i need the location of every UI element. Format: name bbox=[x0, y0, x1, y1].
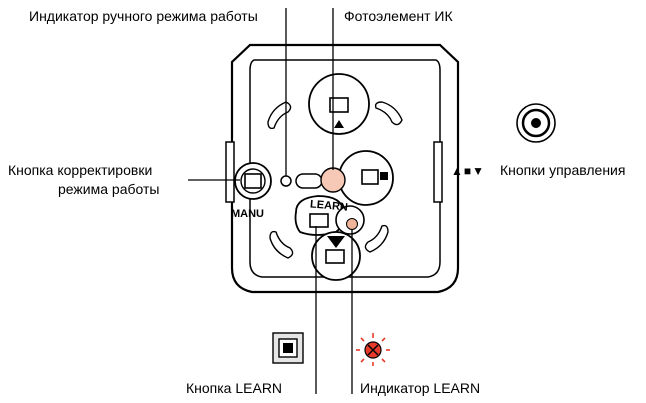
learn-indicator-label: Индикатор LEARN bbox=[360, 380, 481, 396]
ir-window bbox=[295, 173, 323, 189]
mode-adjust-button[interactable] bbox=[234, 162, 272, 200]
left-tab bbox=[225, 141, 235, 203]
down-button[interactable] bbox=[311, 231, 361, 281]
control-buttons-label: Кнопки управления bbox=[500, 162, 626, 178]
mounting-slots bbox=[267, 101, 403, 259]
round-button-icon bbox=[516, 103, 556, 143]
manual-mode-indicator bbox=[280, 175, 292, 187]
right-tab bbox=[433, 141, 443, 203]
learn-led bbox=[346, 218, 358, 230]
control-symbols: ▲■▼ bbox=[451, 164, 486, 178]
blinking-led-icon bbox=[356, 333, 390, 366]
learn-button-area[interactable] bbox=[294, 195, 346, 236]
ir-photocell-label: Фотоэлемент ИК bbox=[344, 8, 453, 24]
square-button-icon bbox=[272, 332, 304, 364]
leader-lines bbox=[188, 8, 353, 394]
manu-label: MANU bbox=[231, 208, 264, 220]
mode-adjust-label-line1: Кнопка корректировки bbox=[8, 162, 153, 178]
stop-button[interactable] bbox=[338, 150, 394, 206]
ir-photocell bbox=[320, 167, 346, 193]
up-button[interactable] bbox=[308, 73, 370, 135]
mode-adjust-label-line2: режима работы bbox=[58, 181, 160, 197]
manual-indicator-label: Индикатор ручного режима работы bbox=[29, 8, 258, 24]
learn-button-label: Кнопка LEARN bbox=[186, 380, 283, 396]
